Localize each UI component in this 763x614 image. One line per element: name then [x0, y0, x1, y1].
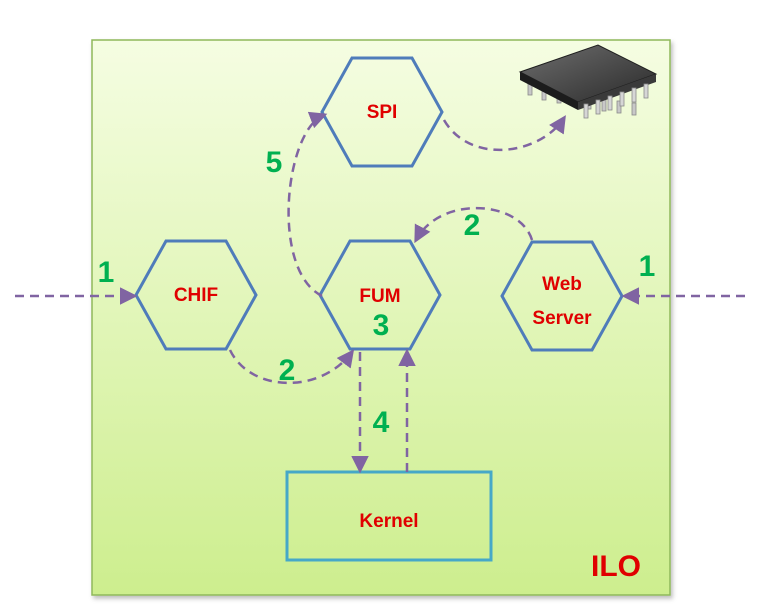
- step-label-chif-to-fum: 2: [279, 354, 296, 387]
- step-label-web-to-fum: 2: [464, 209, 481, 242]
- step-label-fum-spi: 5: [266, 146, 283, 179]
- spi-label: SPI: [367, 102, 398, 123]
- web-server-label-line2: Server: [532, 308, 592, 329]
- arrow-fum-to-spi: [287, 111, 328, 298]
- flow-arrows: [15, 111, 745, 474]
- fum-node: [318, 239, 442, 351]
- step-label-fum-kernel: 4: [373, 406, 390, 439]
- ilo-label: ILO: [591, 550, 641, 583]
- arrow-chif-to-fum: [228, 349, 355, 385]
- chif-label: CHIF: [174, 285, 218, 306]
- fum-label: FUM: [359, 286, 400, 307]
- ilo-container: [91, 39, 671, 596]
- memory-chip-icon: [518, 44, 658, 119]
- step-label-chif-in: 1: [98, 256, 115, 289]
- kernel-node: [285, 470, 493, 562]
- arrow-web-to-fum: [414, 206, 534, 244]
- step-label-fum-inner: 3: [373, 309, 390, 342]
- spi-node: [320, 56, 444, 168]
- kernel-label: Kernel: [359, 511, 418, 532]
- step-label-web-in: 1: [639, 250, 656, 283]
- web-server-label-line1: Web: [542, 274, 582, 295]
- arrow-spi-to-chip: [442, 115, 566, 152]
- chif-node: [134, 239, 258, 351]
